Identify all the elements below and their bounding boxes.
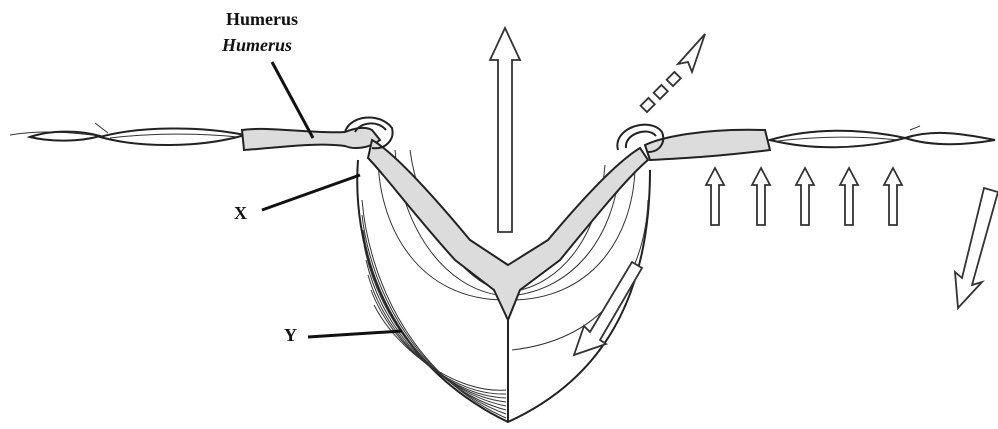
small-up-arrow-icon — [796, 168, 814, 225]
left-wing — [10, 123, 380, 150]
small-up-arrow-icon — [752, 168, 770, 225]
y-leader — [308, 331, 402, 337]
small-up-arrow-icon — [706, 168, 724, 225]
down-arrow-icon — [955, 188, 998, 308]
right-wing — [645, 126, 995, 160]
label-humerus: Humerus — [226, 10, 298, 28]
humerus-leader — [272, 62, 313, 138]
dashed-arrow-icon — [641, 34, 705, 112]
x-leader — [262, 175, 360, 210]
lift-arrows — [706, 168, 902, 225]
label-humerus-italic: Humerus — [222, 36, 292, 54]
muscle-pull-arrow-icon — [574, 262, 642, 355]
small-up-arrow-icon — [884, 168, 902, 225]
label-y: Y — [284, 326, 297, 344]
small-up-arrow-icon — [840, 168, 858, 225]
up-arrow-icon — [490, 28, 520, 232]
label-x: X — [234, 204, 247, 222]
